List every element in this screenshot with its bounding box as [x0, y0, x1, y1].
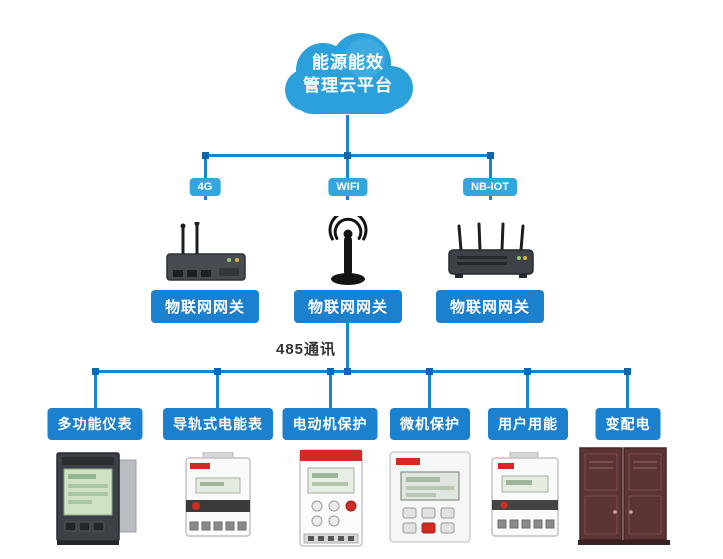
cloud-platform — [273, 28, 423, 128]
device-label-microcomputer-protection: 微机保护 — [390, 408, 470, 440]
drop-line-4 — [428, 370, 431, 410]
branch-line-4g — [204, 154, 207, 200]
user-energy-meter-icon — [482, 452, 568, 542]
multifunction-panel-meter-icon — [52, 448, 142, 548]
drop-line-1 — [94, 370, 97, 410]
cloud-label-line1: 能源能效 — [312, 53, 384, 72]
device-label-motor-protection: 电动机保护 — [282, 408, 378, 440]
microcomputer-protection-relay-icon — [388, 450, 472, 544]
cloud-stem-line — [346, 115, 349, 156]
drop-line-6 — [626, 370, 629, 410]
power-distribution-cabinet-icon — [578, 446, 670, 548]
junction-node — [624, 368, 631, 375]
network-badge-4g: 4G — [189, 178, 221, 196]
device-bus-line — [94, 370, 631, 373]
nbiot-router-icon — [445, 222, 537, 282]
junction-node — [327, 368, 334, 375]
junction-node — [426, 368, 433, 375]
junction-node — [92, 368, 99, 375]
cloud-icon — [285, 33, 413, 114]
junction-node — [344, 368, 351, 375]
device-label-din-rail-meter: 导轨式电能表 — [163, 408, 273, 440]
bus-label: 485通讯 — [276, 341, 337, 358]
wifi-antenna-icon — [320, 216, 376, 290]
drop-line-5 — [526, 370, 529, 410]
gateway-label-4g: 物联网网关 — [150, 290, 260, 323]
network-badge-wifi: WIFI — [328, 178, 368, 196]
network-badge-nbiot: NB-IOT — [463, 178, 517, 196]
gateway-label-wifi: 物联网网关 — [293, 290, 403, 323]
junction-node — [202, 152, 209, 159]
device-label-power-distribution: 变配电 — [595, 408, 661, 440]
junction-node — [344, 152, 351, 159]
junction-node — [524, 368, 531, 375]
junction-node — [487, 152, 494, 159]
cloud-label: 能源能效 管理云平台 — [273, 52, 423, 98]
cellular-router-icon — [163, 222, 249, 286]
bus-stem-line — [346, 320, 349, 372]
branch-line-nbiot — [489, 154, 492, 200]
drop-line-3 — [329, 370, 332, 410]
branch-line-wifi — [346, 154, 349, 200]
din-rail-energy-meter-icon — [172, 452, 264, 544]
gateway-label-nbiot: 物联网网关 — [435, 290, 545, 323]
motor-protection-device-icon — [296, 446, 366, 552]
device-label-user-energy: 用户用能 — [488, 408, 568, 440]
drop-line-2 — [216, 370, 219, 410]
device-label-multifunction-meter: 多功能仪表 — [47, 408, 143, 440]
cloud-label-line2: 管理云平台 — [303, 75, 393, 95]
junction-node — [214, 368, 221, 375]
